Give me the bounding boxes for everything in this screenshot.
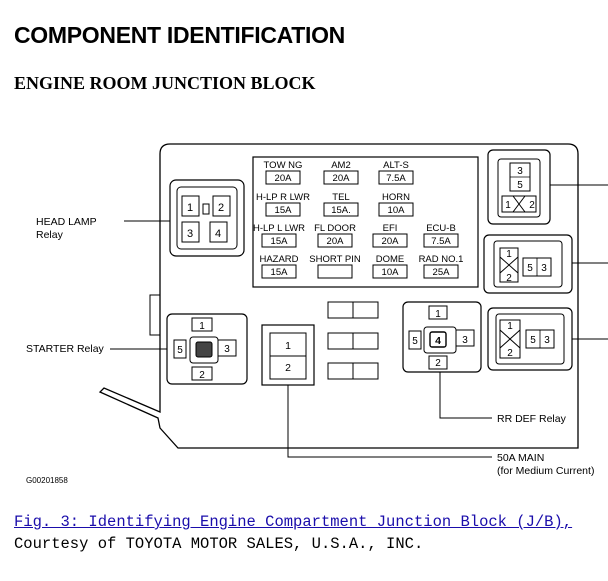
fuse-slot <box>423 264 459 279</box>
fuse-name: TEL <box>332 192 349 203</box>
starter-pin-1: 1 <box>199 321 205 332</box>
fuse-group: TOW NG 20A AM2 20A ALT-S 7.5A H-LP R LWR 15A TEL… <box>253 160 464 279</box>
fuse-name: H-LP L LWR <box>253 223 305 234</box>
fuse-name: ECU-B <box>426 223 456 234</box>
section-subtitle: ENGINE ROOM JUNCTION BLOCK <box>14 73 316 93</box>
fuse-slot <box>423 233 459 248</box>
spare-slots <box>327 301 379 380</box>
starter-pin-2: 2 <box>199 370 205 381</box>
fuse-rating: 20A <box>333 173 351 184</box>
rr-def-label: RR DEF Relay <box>497 413 567 425</box>
fuse-rating: 15A <box>275 205 293 216</box>
fuse-name: ALT-S <box>383 160 409 171</box>
low-right-relay: 1 5 3 2 <box>487 307 573 371</box>
low-right-pin-1: 1 <box>507 321 513 332</box>
figure-caption-link[interactable]: Fig. 3: Identifying Engine Compartment J… <box>14 513 573 531</box>
top-right-pin-1: 1 <box>505 200 511 211</box>
head-lamp-label-line1: HEAD LAMP <box>36 216 97 228</box>
low-right-pin-5: 5 <box>530 335 536 346</box>
fuse-slot <box>261 233 297 248</box>
fuse-name: SHORT PIN <box>309 254 361 265</box>
top-right-relay: 3 5 1 2 <box>487 149 551 225</box>
mid-right-pin-1: 1 <box>506 249 512 260</box>
fuse-rating: 15A <box>271 267 289 278</box>
fuse-slot <box>317 233 353 248</box>
top-right-pin-5: 5 <box>517 180 523 191</box>
fuse-rating: 20A <box>327 236 345 247</box>
fuse-name: TOW NG <box>264 160 303 171</box>
fuse-rating: 7.5A <box>386 173 406 184</box>
rr-def-pin-4: 4 <box>435 335 441 347</box>
head-lamp-relay: 1 2 3 4 <box>169 179 245 257</box>
fuse-name: H-LP R LWR <box>256 192 310 203</box>
head-lamp-pin-1: 1 <box>187 202 193 214</box>
rr-def-pin-2: 2 <box>435 358 441 369</box>
fuse-name: HAZARD <box>259 254 298 265</box>
starter-label: STARTER Relay <box>26 343 105 355</box>
low-right-pin-2: 2 <box>507 348 513 359</box>
rr-def-pin-1: 1 <box>435 309 441 320</box>
fuse-slot <box>265 202 301 217</box>
fuse-slot <box>372 264 408 279</box>
fuse-slot <box>378 170 414 185</box>
main-label-line1: 50A MAIN <box>497 452 544 464</box>
fuse-name: DOME <box>376 254 405 265</box>
starter-pin-3: 3 <box>224 344 230 355</box>
main-fuse: 1 2 <box>261 324 315 386</box>
fuse-name: AM2 <box>331 160 351 171</box>
fuse-slot <box>323 170 359 185</box>
rr-def-pin-3: 3 <box>462 335 468 346</box>
figure-credit: Courtesy of TOYOTA MOTOR SALES, U.S.A., … <box>14 535 424 553</box>
mid-right-pin-5: 5 <box>527 263 533 274</box>
fuse-slot <box>378 202 414 217</box>
junction-block-outline <box>98 143 579 449</box>
mid-right-relay: 1 5 3 2 <box>483 234 573 294</box>
figure-code: G00201858 <box>26 476 68 485</box>
rr-def-leader <box>439 372 492 419</box>
head-lamp-pin-2: 2 <box>218 202 224 214</box>
fuse-slot <box>317 264 353 279</box>
fuse-name: RAD NO.1 <box>419 254 464 265</box>
top-right-pin-3: 3 <box>517 166 523 177</box>
fuse-slot <box>372 233 408 248</box>
starter-pin-5: 5 <box>177 345 183 356</box>
fuse-name: FL DOOR <box>314 223 356 234</box>
fuse-rating: 10A <box>388 205 406 216</box>
head-lamp-pin-4: 4 <box>215 228 221 240</box>
fuse-rating: 10A <box>382 267 400 278</box>
low-right-pin-3: 3 <box>544 335 550 346</box>
fuse-name: HORN <box>382 192 410 203</box>
fuse-rating: 7.5A <box>431 236 451 247</box>
main-label-line2: (for Medium Current) <box>497 465 594 477</box>
fuse-rating: 20A <box>382 236 400 247</box>
fuse-rating: 20A <box>275 173 293 184</box>
mid-right-pin-2: 2 <box>506 273 512 284</box>
main-leader <box>287 385 492 458</box>
fuse-rating: 15A <box>271 236 289 247</box>
fuse-slot <box>261 264 297 279</box>
fuse-rating: 15A. <box>331 205 351 216</box>
fuse-rating: 25A <box>433 267 451 278</box>
head-lamp-pin-3: 3 <box>187 228 193 240</box>
rr-def-pin-5: 5 <box>412 336 418 347</box>
fuse-name: EFI <box>383 223 398 234</box>
side-tab <box>149 294 161 336</box>
page-title: COMPONENT IDENTIFICATION <box>14 22 345 48</box>
fuse-slot <box>265 170 301 185</box>
starter-relay: 1 5 3 2 <box>166 313 248 385</box>
main-pin-2: 2 <box>285 362 291 374</box>
main-pin-1: 1 <box>285 340 291 352</box>
fuse-panel <box>252 156 479 288</box>
head-lamp-label-line2: Relay <box>36 229 64 241</box>
junction-block-diagram: TOW NG 20A AM2 20A ALT-S 7.5A H-LP R LWR 15A TEL… <box>26 143 608 485</box>
rr-def-relay: 1 5 4 3 2 <box>402 301 482 373</box>
mid-right-pin-3: 3 <box>541 263 547 274</box>
top-right-pin-2: 2 <box>529 200 535 211</box>
fuse-slot <box>323 202 359 217</box>
